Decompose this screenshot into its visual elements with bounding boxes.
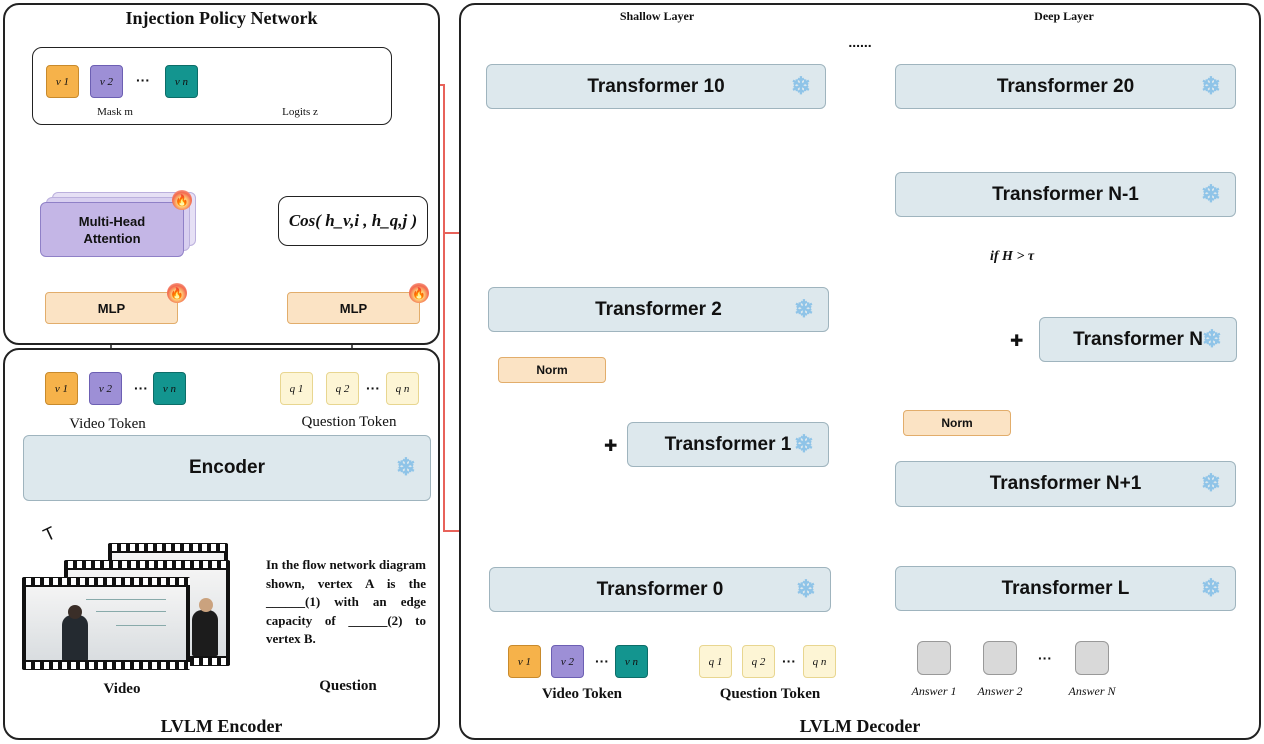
decoder-token-qn: q n xyxy=(803,645,836,678)
transformer-n-minus-1: Transformer N-1 ❄ xyxy=(895,172,1236,217)
decoder-video-token-label: Video Token xyxy=(542,686,622,702)
decoder-question-token-label: Question Token xyxy=(719,686,821,702)
transformer-2-label: Transformer 2 xyxy=(595,298,722,320)
video-label: Video xyxy=(103,681,141,697)
question-label: Question xyxy=(319,678,377,694)
video-token-label: Video Token xyxy=(69,416,146,432)
mask-label: Mask m xyxy=(97,106,133,118)
snowflake-icon: ❄ xyxy=(1200,180,1221,208)
decoder-token-q2: q 2 xyxy=(742,645,775,678)
decoder-token-q1: q 1 xyxy=(699,645,732,678)
video-frame-1 xyxy=(22,577,190,670)
mha-label: Multi-Head Attention xyxy=(78,213,146,246)
transformer-2: Transformer 2 ❄ xyxy=(488,287,829,332)
transformer-n: Transformer N❄ xyxy=(1039,317,1237,362)
snowflake-icon: ❄ xyxy=(795,575,816,603)
snowflake-icon: ❄ xyxy=(1201,325,1222,353)
answer-label-1: Answer 1 xyxy=(911,684,957,698)
encoder-block: Encoder ❄ xyxy=(23,435,431,501)
encoder-token-ellipsis: ··· xyxy=(134,380,148,396)
add-icon: ✚ xyxy=(604,438,618,455)
decoder-token-v1: v 1 xyxy=(508,645,541,678)
answer-box-1 xyxy=(917,641,951,675)
mlp-right: MLP xyxy=(287,292,420,324)
cosine-label: Cos( h_v,i , h_q,j ) xyxy=(288,211,418,230)
logits-label: Logits z xyxy=(282,106,318,118)
transformer-n-label: Transformer N xyxy=(1073,328,1203,350)
snowflake-icon: ❄ xyxy=(395,454,416,481)
w1t-left-label: W1T xyxy=(536,460,566,475)
decoder-token-vn: v n xyxy=(615,645,648,678)
answer-box-n xyxy=(1075,641,1109,675)
encoder-token-qn: q n xyxy=(386,372,419,405)
question-text: In the flow network diagram shown, verte… xyxy=(266,557,426,646)
snowflake-icon: ❄ xyxy=(790,72,811,100)
norm-left: Norm xyxy=(498,357,606,383)
mlp-left: MLP xyxy=(45,292,178,324)
transformer-n-plus-1: Transformer N+1 ❄ xyxy=(895,461,1236,507)
fire-icon: 🔥 xyxy=(409,283,429,303)
snowflake-icon: ❄ xyxy=(1200,470,1221,497)
norm-right-label: Norm xyxy=(941,416,973,430)
transformer-1: Transformer 1❄ xyxy=(627,422,829,467)
decoder-token-ellipsis: ··· xyxy=(595,653,609,669)
mask-token-v2: v 2 xyxy=(90,65,123,98)
transformer-20-label: Transformer 20 xyxy=(996,75,1135,97)
answer-label-n: Answer N xyxy=(1068,684,1116,698)
encoder-token-q1: q 1 xyxy=(280,372,313,405)
injection-policy-title: Injection Policy Network xyxy=(125,8,318,28)
w1t-right-label: W1T xyxy=(940,307,970,322)
w2-right-label: W2 xyxy=(945,360,965,375)
w2-left-label: W2 xyxy=(541,411,561,426)
layer-gap-dots: ...... xyxy=(848,34,872,50)
transformer-10: Transformer 10 ❄ xyxy=(486,64,826,109)
mlp-left-label: MLP xyxy=(97,300,126,316)
answer-label-2: Answer 2 xyxy=(977,684,1023,698)
fire-icon: 🔥 xyxy=(167,283,187,303)
transformer-1-label: Transformer 1 xyxy=(664,433,792,455)
lvlm-decoder-title: LVLM Decoder xyxy=(799,716,921,736)
multi-head-attention-box: Multi-Head Attention xyxy=(40,202,184,257)
transformer-0-label: Transformer 0 xyxy=(596,578,724,600)
add-icon: ✚ xyxy=(1010,333,1024,350)
decoder-token-v2: v 2 xyxy=(551,645,584,678)
lvlm-encoder-title: LVLM Encoder xyxy=(160,716,283,736)
transformer-n-plus-1-label: Transformer N+1 xyxy=(989,473,1142,494)
decoder-token-ellipsis-q: ··· xyxy=(782,653,796,669)
question-token-label: Question Token xyxy=(301,414,397,430)
condition-text: if H > τ xyxy=(990,249,1035,264)
transformer-0: Transformer 0 ❄ xyxy=(489,567,831,612)
transformer-10-label: Transformer 10 xyxy=(587,75,725,97)
snowflake-icon: ❄ xyxy=(793,295,814,323)
transformer-n-minus-1-label: Transformer N-1 xyxy=(992,183,1139,205)
mask-ellipsis: ··· xyxy=(136,72,150,88)
encoder-token-q2: q 2 xyxy=(326,372,359,405)
norm-left-label: Norm xyxy=(536,363,568,377)
mlp-right-label: MLP xyxy=(339,300,368,316)
snowflake-icon: ❄ xyxy=(793,430,814,458)
snowflake-icon: ❄ xyxy=(1200,72,1221,100)
mask-token-vn: v n xyxy=(165,65,198,98)
condition-label: if H > τ xyxy=(990,249,1034,265)
shallow-layer-label: Shallow Layer xyxy=(619,9,695,23)
transformer-l-label: Transformer L xyxy=(1001,577,1130,599)
fire-icon: 🔥 xyxy=(172,190,192,210)
answer-ellipsis: ··· xyxy=(1038,650,1052,666)
encoder-token-v2: v 2 xyxy=(89,372,122,405)
encoder-token-ellipsis-q: ··· xyxy=(366,380,380,396)
encoder-token-v1: v 1 xyxy=(45,372,78,405)
encoder-label: Encoder xyxy=(188,457,266,478)
cosine-box: Cos( h_v,i , h_q,j ) xyxy=(278,196,428,246)
norm-right: Norm xyxy=(903,410,1011,436)
mask-token-v1: v 1 xyxy=(46,65,79,98)
deep-layer-label: Deep Layer xyxy=(1034,9,1094,23)
snowflake-icon: ❄ xyxy=(1200,574,1221,602)
answer-box-2 xyxy=(983,641,1017,675)
transformer-l: Transformer L ❄ xyxy=(895,566,1236,611)
encoder-token-vn: v n xyxy=(153,372,186,405)
transformer-20: Transformer 20 ❄ xyxy=(895,64,1236,109)
